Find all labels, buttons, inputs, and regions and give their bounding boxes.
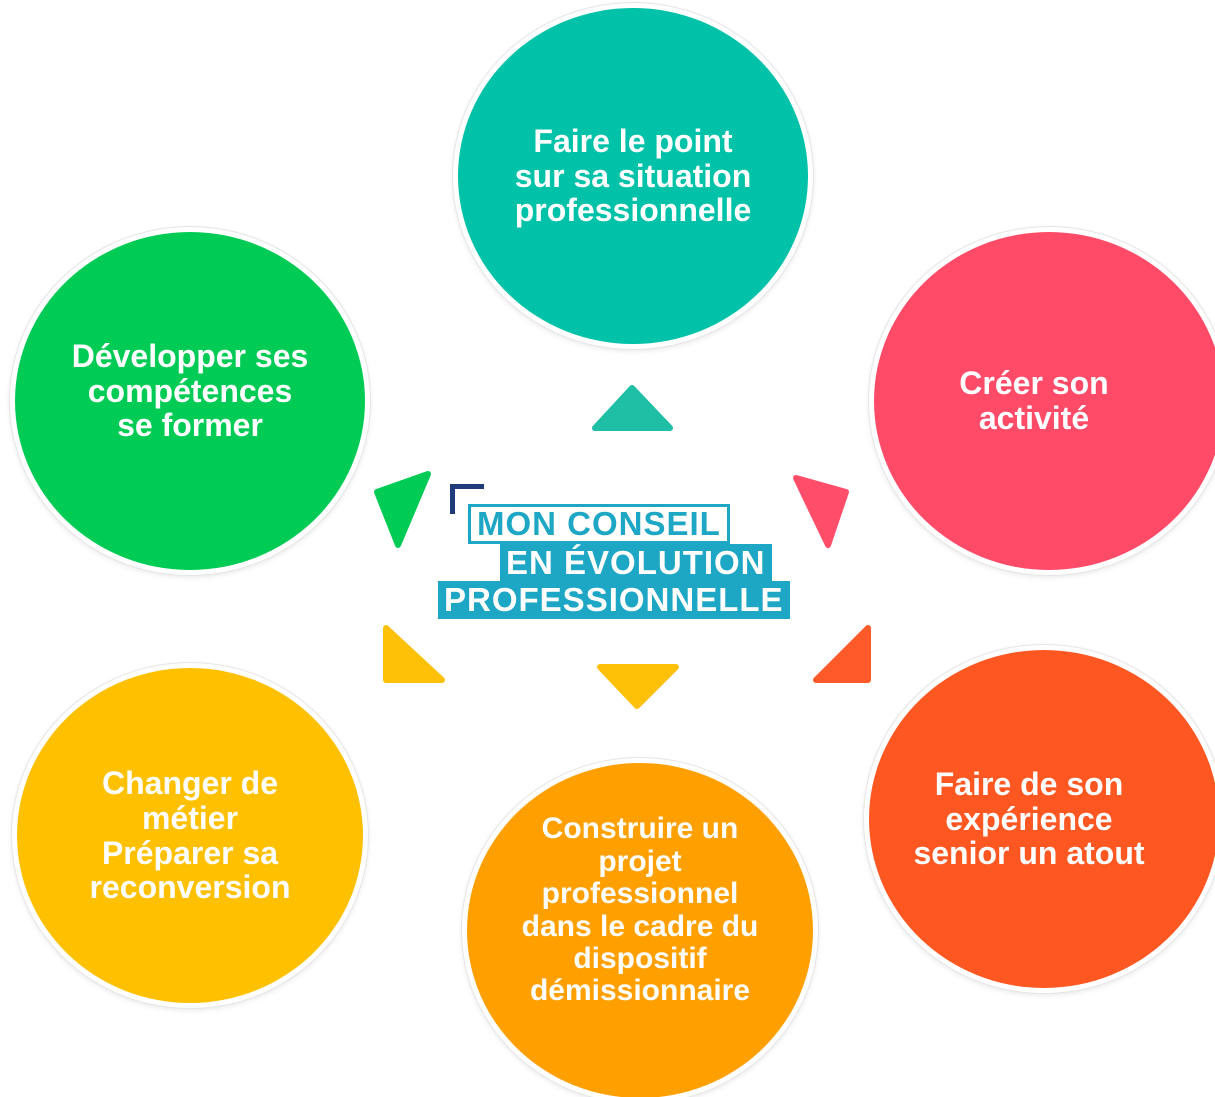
circle-label: Construire un projet professionnel dans … — [521, 812, 759, 1008]
circle-experience-senior: Faire de son expérience senior un atout — [864, 645, 1215, 993]
circle-label: Développer ses compétences se former — [71, 338, 309, 444]
arrow-bottom-right — [813, 625, 871, 683]
logo-line-2: EN ÉVOLUTION — [500, 544, 772, 582]
circle-faire-le-point: Faire le point sur sa situation professi… — [453, 3, 813, 349]
arrow-top — [592, 385, 673, 431]
center-logo: MON CONSEIL EN ÉVOLUTION PROFESSIONNELLE — [438, 484, 808, 624]
logo-corner-mark — [450, 484, 484, 514]
arrow-top-right — [793, 475, 849, 548]
arrow-top-left — [374, 471, 431, 548]
logo-line-3: PROFESSIONNELLE — [438, 581, 790, 619]
logo-line-1: MON CONSEIL — [468, 504, 730, 544]
circle-developper-competences: Développer ses compétences se former — [10, 227, 370, 575]
circle-label: Faire le point sur sa situation professi… — [514, 123, 752, 229]
circle-creer-activite: Créer son activité — [869, 227, 1215, 575]
circle-label: Changer de métier Préparer sa reconversi… — [89, 765, 291, 906]
arrow-bottom — [597, 664, 679, 709]
circle-construire-projet: Construire un projet professionnel dans … — [462, 758, 818, 1097]
circle-label: Faire de son expérience senior un atout — [913, 766, 1145, 872]
circle-changer-metier: Changer de métier Préparer sa reconversi… — [12, 663, 368, 1008]
circle-label: Créer son activité — [959, 365, 1109, 436]
arrow-bottom-left — [383, 625, 445, 683]
